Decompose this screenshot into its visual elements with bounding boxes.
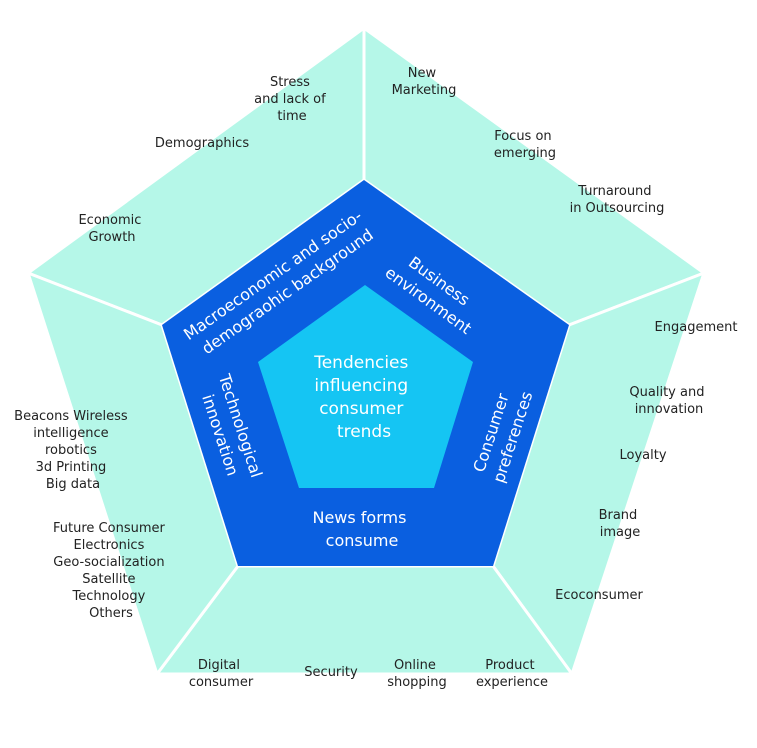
- label-turnaround: Turnaround in Outsourcing: [570, 184, 665, 216]
- label-brand-image: Brand image: [599, 508, 642, 540]
- label-online-shopping: Online shopping: [387, 658, 447, 690]
- label-quality: Quality and innovation: [629, 385, 708, 417]
- label-loyalty: Loyalty: [619, 448, 666, 463]
- label-engagement: Engagement: [655, 320, 738, 335]
- label-digital-consumer: Digital consumer: [189, 658, 254, 690]
- label-stress: Stress and lack of time: [254, 75, 330, 124]
- label-security: Security: [304, 665, 358, 680]
- label-focus-emerging: Focus on emerging: [494, 129, 556, 161]
- core-title: Tendencies influencing consumer trends: [313, 353, 414, 442]
- label-future-consumer: Future Consumer Electronics Geo-socializ…: [53, 521, 169, 621]
- category-news: News forms consume: [312, 508, 411, 550]
- label-product-experience: Product experience: [476, 658, 548, 690]
- label-economic-growth: Economic Growth: [78, 213, 145, 245]
- label-new-marketing: New Marketing: [392, 66, 457, 98]
- core-pentagon: [258, 285, 473, 488]
- label-demographics: Demographics: [155, 136, 249, 151]
- label-ecoconsumer: Ecoconsumer: [555, 588, 643, 603]
- label-beacons: Beacons Wireless intelligence robotics 3…: [14, 409, 132, 492]
